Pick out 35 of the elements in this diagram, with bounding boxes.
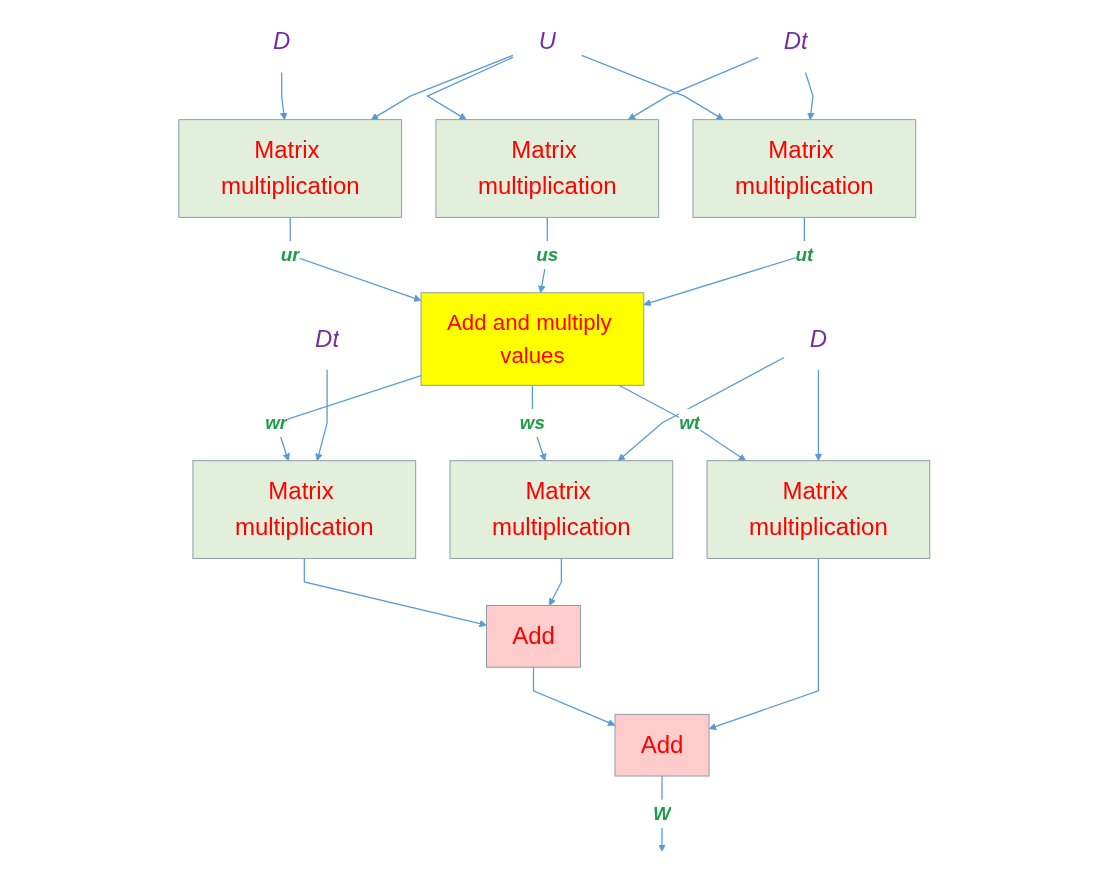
- node-box: Matrix multiplication: [178, 118, 403, 218]
- edge-label: ur: [280, 243, 300, 266]
- arrow: [303, 557, 487, 627]
- edge-label: ws: [520, 411, 546, 434]
- node-text: U: [538, 27, 557, 55]
- arrow: [805, 71, 815, 120]
- arrow: [280, 71, 288, 120]
- node-text: D: [273, 27, 291, 55]
- edge-label: us: [536, 243, 559, 266]
- edge-label: ut: [795, 243, 814, 266]
- arrow: [371, 54, 514, 120]
- node-box: Add: [486, 604, 582, 668]
- node-text: D: [809, 324, 828, 352]
- node-text: Dt: [783, 27, 808, 55]
- arrow: [708, 557, 820, 730]
- node-box: Matrix multiplication: [692, 118, 917, 218]
- arrow: [643, 216, 806, 306]
- arrow: [533, 666, 616, 726]
- edge-label: wr: [265, 411, 288, 434]
- arrow: [618, 384, 747, 461]
- arrow: [814, 368, 823, 461]
- arrow: [628, 56, 759, 120]
- arrow: [315, 368, 328, 461]
- arrow: [426, 56, 514, 120]
- node-box: Add: [614, 713, 710, 776]
- node-box: Add and multiply values: [420, 291, 645, 386]
- arrow: [581, 54, 724, 120]
- node-box: Matrix multiplication: [435, 118, 660, 218]
- arrow: [618, 356, 785, 461]
- node-box: Matrix multiplication: [449, 459, 674, 559]
- node-box: Matrix multiplication: [192, 459, 417, 559]
- node-text: Dt: [315, 324, 340, 352]
- edge-label: wt: [679, 411, 701, 434]
- arrow: [549, 557, 563, 606]
- node-box: Matrix multiplication: [706, 459, 931, 559]
